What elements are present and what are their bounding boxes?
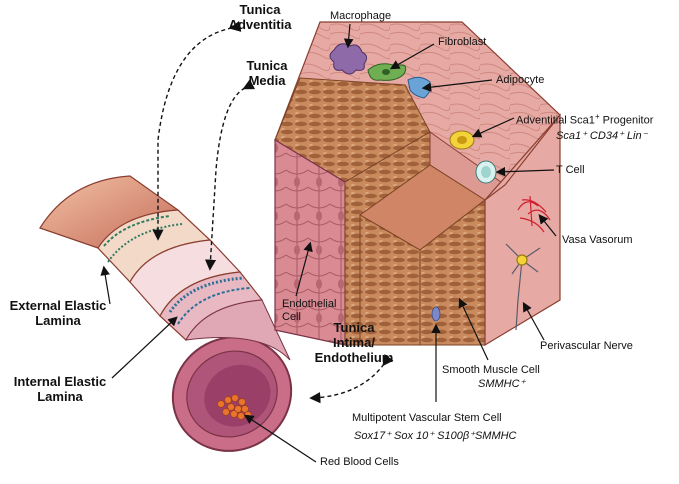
red-blood-cells-label: Red Blood Cells: [320, 456, 399, 469]
tunica-adventitia-label: Tunica Adventitia: [212, 2, 308, 32]
tunica-intima-label: Tunica Intima/ Endothelium: [304, 320, 404, 365]
t-cell-label: T Cell: [556, 164, 585, 177]
tunica-media-label: Tunica Media: [222, 58, 312, 88]
adipocyte-label: Adipocyte: [496, 74, 544, 87]
internal-elastic-lamina-label: Internal Elastic Lamina: [0, 374, 120, 404]
stem-cell-shape: [432, 307, 440, 321]
stem-cell-label: Multipotent Vascular Stem Cell: [352, 412, 502, 425]
perivascular-nerve-label: Perivascular Nerve: [540, 340, 633, 353]
progenitor-markers-label: Sca1⁺ CD34⁺ Lin⁻: [556, 130, 647, 143]
stem-cell-markers-label: Sox17⁺ Sox 10⁺ S100β⁺SMMHC: [354, 430, 517, 443]
progenitor-cell-shape: [450, 131, 474, 149]
external-elastic-lamina-label: External Elastic Lamina: [0, 298, 116, 328]
t-cell-shape: [476, 161, 496, 183]
progenitor-label: Adventitial Sca1+ Progenitor: [516, 110, 653, 128]
smooth-muscle-marker-label: SMMHC⁺: [478, 378, 525, 391]
vasa-vasorum-label: Vasa Vasorum: [562, 234, 633, 247]
cutaway-block: [275, 22, 560, 345]
smooth-muscle-label: Smooth Muscle Cell: [442, 364, 540, 377]
endothelial-cell-label: Endothelial Cell: [282, 298, 336, 324]
macrophage-label: Macrophage: [330, 10, 391, 23]
fibroblast-label: Fibroblast: [438, 36, 486, 49]
